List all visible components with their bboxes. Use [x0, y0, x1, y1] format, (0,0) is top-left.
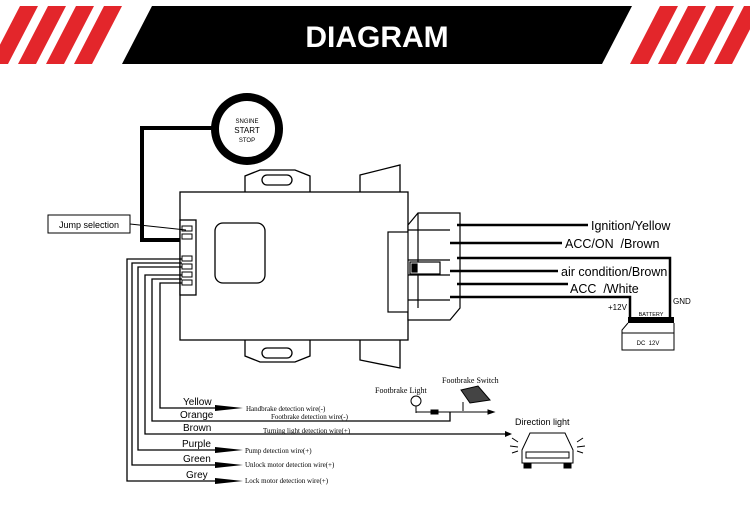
wire-label-ignition: Ignition/Yellow [591, 219, 671, 233]
start-button-cable [140, 126, 212, 242]
footbrake-switch-icon [460, 385, 491, 411]
footbrake-wire [416, 409, 496, 415]
left-wires [126, 258, 510, 482]
engine-start-button: SNGINE START STOP [211, 93, 283, 165]
wire-color-grey: Grey [186, 470, 208, 481]
wire-color-orange: Orange [180, 410, 214, 421]
desc-turning-light: Turning light detection wire(+) [263, 427, 351, 435]
battery-plus-label: +12V [608, 303, 628, 312]
wire-color-brown: Brown [183, 423, 211, 434]
wire-label-acc-on: ACC/ON /Brown [565, 237, 660, 251]
banner-title: DIAGRAM [305, 21, 448, 54]
desc-footbrake: Footbrake detection wire(-) [271, 413, 349, 421]
banner-bar [122, 6, 632, 64]
start-button-text-3: STOP [239, 138, 255, 144]
footbrake-light-label: Footbrake Light [375, 386, 428, 395]
banner: DIAGRAM [0, 6, 750, 64]
left-stripes [0, 6, 122, 64]
start-button-text-1: SNGINE [235, 119, 258, 125]
desc-lock-motor: Lock motor detection wire(+) [245, 477, 329, 485]
footbrake-light-icon [410, 395, 422, 413]
right-stripes [630, 6, 750, 64]
battery-voltage: DC 12V [637, 341, 660, 347]
battery-label: BATTERY [639, 312, 664, 318]
left-arrows [215, 405, 512, 484]
wire-color-purple: Purple [182, 439, 211, 450]
right-connector [387, 212, 461, 321]
battery-gnd-label: GND [673, 297, 691, 306]
wire-color-yellow: Yellow [183, 397, 212, 408]
desc-unlock-motor: Unlock motor detection wire(+) [245, 461, 335, 469]
unit-pins [181, 225, 193, 286]
car-front-icon [509, 432, 586, 469]
start-button-text-2: START [234, 126, 260, 135]
footbrake-switch-label: Footbrake Switch [442, 376, 499, 385]
left-wire-descriptions: Handbrake detection wire(-) Footbrake de… [245, 405, 351, 485]
left-wire-labels: Yellow Orange Brown Purple Green Grey [180, 397, 214, 481]
battery: +12V GND BATTERY DC 12V [608, 297, 691, 351]
jump-selection-label: Jump selection [59, 220, 119, 230]
desc-pump: Pump detection wire(+) [245, 447, 312, 455]
wire-color-green: Green [183, 454, 211, 465]
wire-label-acc: ACC /White [570, 282, 639, 296]
right-wires [450, 223, 672, 320]
wire-label-air-condition: air condition/Brown [561, 265, 667, 279]
direction-light-label: Direction light [515, 417, 570, 427]
control-unit [179, 164, 409, 369]
desc-handbrake: Handbrake detection wire(-) [246, 405, 326, 413]
